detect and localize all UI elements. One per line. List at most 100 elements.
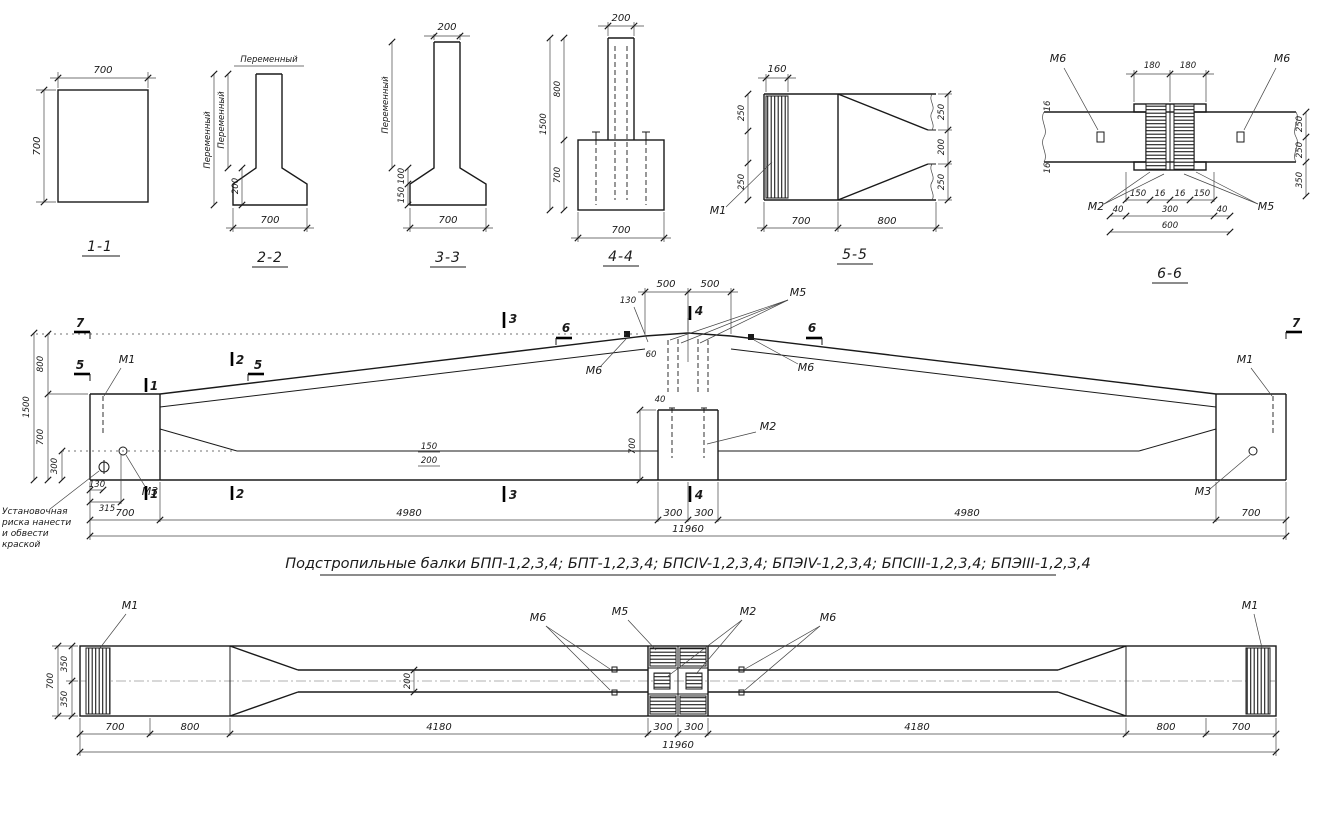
mark-m1: М1 (1237, 353, 1254, 366)
dim-label: 300 (653, 722, 672, 733)
dim-label: 1500 (22, 396, 32, 418)
end-plate-left (85, 647, 111, 715)
dim-label: 200 (937, 139, 947, 155)
end-plate-right (1245, 647, 1271, 715)
dim-label: 700 (611, 225, 630, 236)
dim-label: 200 (403, 673, 413, 689)
dim-label: 130 (620, 296, 636, 306)
dim-label: 700 (36, 429, 46, 445)
section-label: 1-1 (87, 239, 113, 255)
m3-anchor-right (1248, 446, 1258, 456)
mark-m5: М5 (790, 286, 807, 299)
cut-number: 1 (150, 487, 158, 501)
section-1-1-view: 700 700 1-1 (32, 65, 156, 257)
elevation-view: М1 М1 М3 М3 М5 М6 М6 М2 7 7 5 5 3 3 4 4 … (1, 279, 1302, 550)
dim-label: 180 (1180, 61, 1196, 71)
dim-label: 700 (553, 167, 563, 183)
section-4-4-base (577, 139, 665, 211)
mark-m5: М5 (1258, 200, 1275, 213)
dim-label: 16 (1043, 100, 1053, 111)
dim-label: Переменный (240, 55, 298, 65)
end-plate-hatch (765, 95, 789, 199)
mark-m6: М6 (1050, 52, 1067, 65)
dim-label: 300 (694, 508, 713, 519)
dim-label: Переменный (381, 76, 391, 134)
m6-bolt (738, 666, 745, 673)
section-2-2-outline (232, 73, 308, 206)
dim-label: 200 (421, 456, 437, 466)
section-4-4-view: 200 1500 800 700 700 4-4 (539, 13, 671, 267)
dim-label: 800 (36, 356, 46, 372)
dim-label: 200 (231, 178, 241, 194)
dim-label: 350 (60, 656, 70, 672)
mark-m1: М1 (1242, 599, 1259, 612)
cut-number: 5 (76, 358, 84, 372)
section-5-5-view: 160 250 250 250 200 250 М1 700 800 5-5 (710, 64, 952, 265)
dim-label: 300 (663, 508, 682, 519)
plan-view: М1 М6 М5 М2 М6 М1 700 350 350 200 700 80… (46, 599, 1280, 756)
dim-label: 160 (767, 64, 786, 75)
dim-label: 700 (105, 722, 124, 733)
joint-hatch-left (1145, 103, 1167, 171)
drawing-title: Подстропильные балки БПП-1,2,3,4; БПТ-1,… (285, 556, 1091, 572)
cut-number: 3 (509, 312, 517, 326)
dim-label: 40 (655, 395, 666, 405)
mark-m2: М2 (740, 605, 757, 618)
cut-number: 7 (1292, 316, 1301, 330)
cut-number: 5 (254, 358, 262, 372)
mark-m2: М2 (1088, 200, 1105, 213)
dim-label: 700 (1231, 722, 1250, 733)
dim-label: 150 (1130, 189, 1146, 199)
dim-label: 4180 (904, 722, 929, 733)
section-3-3-outline (409, 41, 487, 206)
dim-label: 600 (1162, 221, 1178, 231)
joint-hatch (649, 647, 677, 667)
dim-label: 150 (421, 442, 437, 452)
joint-hatch (679, 695, 707, 715)
dim-label: 700 (791, 216, 810, 227)
mark-m5: М5 (612, 605, 629, 618)
cut-number: 7 (76, 316, 85, 330)
joint-hatch-mid (685, 672, 703, 690)
section-6-6-view: М6 М6 180 180 16 16 250 250 350 150 16 1… (1042, 52, 1310, 284)
dim-label: 350 (1295, 172, 1305, 188)
bolt-m6-right (1236, 131, 1245, 143)
mark-m1: М1 (710, 204, 727, 217)
section-label: 3-3 (435, 250, 461, 266)
section-label: 5-5 (842, 247, 868, 263)
dim-label: 800 (180, 722, 199, 733)
cut-number: 4 (694, 488, 703, 502)
dim-label: 200 (611, 13, 630, 24)
cut-number: 2 (236, 353, 244, 367)
dim-label: 100 (397, 168, 407, 184)
section-1-1-outline (57, 89, 149, 203)
dim-label: 4980 (954, 508, 979, 519)
note-line: риска нанести (1, 518, 71, 528)
dim-label: 16 (1175, 189, 1186, 199)
note-line: краской (2, 540, 41, 550)
dim-label: 250 (1295, 116, 1305, 132)
dim-label: 700 (1241, 508, 1260, 519)
dim-label: 700 (628, 438, 638, 454)
m6-bolt (611, 689, 618, 696)
dim-label: 250 (937, 104, 947, 120)
mark-m2: М2 (760, 420, 777, 433)
dim-label: 350 (60, 691, 70, 707)
joint-hatch-mid (653, 672, 671, 690)
dim-label: 700 (260, 215, 279, 226)
note-line: Установочная (2, 507, 68, 517)
dim-label: 700 (438, 215, 457, 226)
joint-hatch (649, 695, 677, 715)
mark-m1: М1 (119, 353, 136, 366)
dim-label: 11960 (672, 524, 704, 535)
dim-label: 700 (115, 508, 134, 519)
mark-m6: М6 (798, 361, 815, 374)
section-label: 6-6 (1157, 266, 1183, 282)
dim-label: 250 (937, 174, 947, 190)
dim-label: 16 (1155, 189, 1166, 199)
dim-label: 150 (1194, 189, 1210, 199)
dim-label: Переменный (203, 111, 213, 169)
m6-bolt (738, 689, 745, 696)
dim-label: 1500 (539, 113, 549, 135)
